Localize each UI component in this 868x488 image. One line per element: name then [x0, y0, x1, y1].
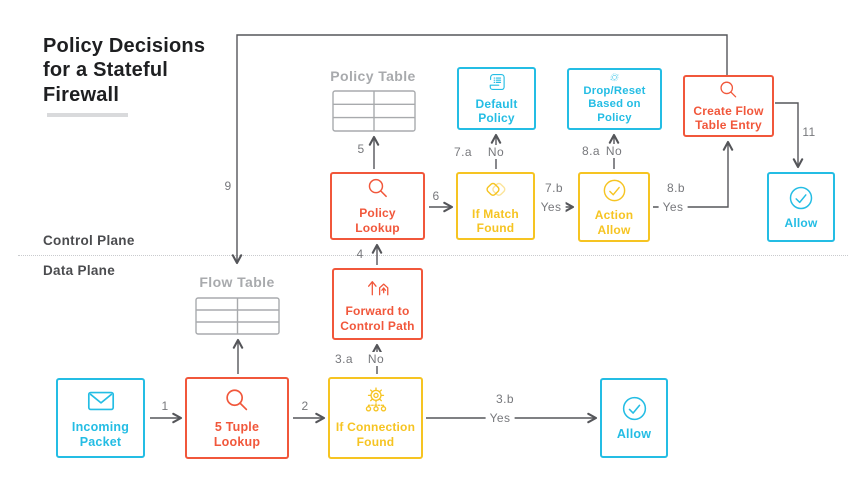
title-underline-rule	[47, 113, 128, 117]
flow-table-label: Flow Table	[199, 274, 275, 290]
plane-divider-line	[18, 255, 848, 256]
data-plane-label: Data Plane	[43, 263, 116, 278]
page-title: Policy Decisions for a Stateful Firewall	[43, 35, 206, 106]
reset-icon	[610, 73, 619, 82]
edge-label-1: 1	[161, 399, 169, 413]
edge-label-7b-yes: Yes	[536, 200, 566, 214]
node-if-match-found: If Match Found	[456, 172, 535, 240]
node-incoming-packet: Incoming Packet	[56, 378, 145, 458]
node-forward-to-control-path: Forward to Control Path	[332, 268, 423, 340]
edge-label-8b: 8.b	[667, 181, 685, 195]
node-label: Create Flow Table Entry	[693, 103, 764, 133]
node-action-allow: Action Allow	[578, 172, 650, 242]
edge-label-6: 6	[432, 189, 440, 203]
edge-label-8b-yes: Yes	[658, 200, 688, 214]
edge-label-3b-yes: Yes	[485, 411, 515, 425]
envelope-icon	[87, 391, 114, 411]
node-label: Incoming Packet	[71, 419, 130, 449]
edge-label-4: 4	[356, 247, 364, 261]
edge-label-11: 11	[802, 125, 816, 139]
node-label: Drop/Reset Based on Policy	[583, 84, 646, 125]
edge-label-7a: 7.a	[454, 145, 472, 159]
check-circle-icon	[603, 179, 625, 202]
gear-network-icon	[365, 387, 386, 412]
edge-label-8a: 8.a	[582, 144, 600, 158]
check-circle-icon	[789, 186, 813, 209]
search-icon	[720, 81, 737, 98]
edge-label-3a-no: No	[363, 352, 389, 366]
node-allow-control-plane: Allow	[767, 172, 835, 242]
edge-label-7a-no: No	[483, 145, 509, 159]
policy-table-label: Policy Table	[330, 68, 416, 84]
match-shapes-icon	[485, 181, 507, 198]
node-label: Default Policy	[475, 96, 518, 126]
export-up-icon	[367, 281, 388, 296]
node-label: Action Allow	[594, 207, 634, 237]
edge-9	[231, 34, 728, 265]
edge-label-5: 5	[357, 142, 365, 156]
edge-label-2: 2	[301, 399, 309, 413]
control-plane-label: Control Plane	[43, 233, 135, 248]
edge-8b	[653, 140, 734, 208]
check-circle-icon	[622, 396, 646, 421]
flow-table-icon	[195, 297, 280, 335]
node-label: 5 Tuple Lookup	[213, 419, 261, 449]
node-policy-lookup: Policy Lookup	[330, 172, 425, 240]
policy-table-icon	[332, 90, 416, 132]
node-five-tuple-lookup: 5 Tuple Lookup	[185, 377, 289, 459]
node-create-flow-table-entry: Create Flow Table Entry	[683, 75, 774, 137]
scroll-icon	[489, 73, 505, 91]
node-label: Policy Lookup	[355, 206, 400, 235]
node-allow-data-plane: Allow	[600, 378, 668, 458]
node-if-connection-found: If Connection Found	[328, 377, 423, 459]
node-label: If Connection Found	[335, 420, 416, 449]
node-label: If Match Found	[472, 206, 519, 236]
search-icon	[226, 389, 248, 411]
search-icon	[368, 179, 387, 198]
node-label: Allow	[784, 215, 818, 230]
edge-label-9: 9	[224, 179, 232, 193]
node-drop-reset-based-on-policy: Drop/Reset Based on Policy	[567, 68, 662, 130]
node-label: Allow	[616, 426, 652, 441]
edge-label-3b: 3.b	[496, 392, 514, 406]
edge-label-8a-no: No	[601, 144, 627, 158]
edge-label-7b: 7.b	[545, 181, 563, 195]
node-default-policy: Default Policy	[457, 67, 536, 130]
edge-11	[775, 102, 804, 169]
node-label: Forward to Control Path	[340, 304, 415, 333]
edge-label-3a: 3.a	[335, 352, 353, 366]
